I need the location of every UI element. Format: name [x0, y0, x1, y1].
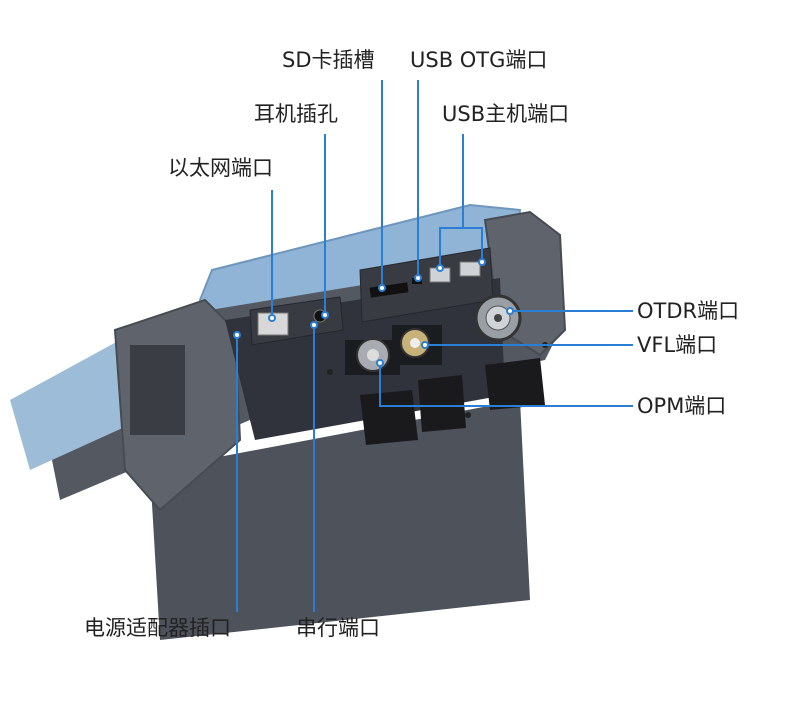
label-opm: OPM端口 — [637, 394, 727, 418]
side-blue — [10, 340, 140, 470]
label-otdr: OTDR端口 — [637, 299, 740, 323]
label-power: 电源适配器插口 — [84, 616, 231, 640]
screw — [327, 369, 333, 375]
dust-cap-1 — [360, 390, 418, 445]
label-ethernet: 以太网端口 — [168, 156, 273, 180]
stand — [150, 400, 530, 640]
left-bumper-handle — [130, 345, 185, 435]
label-sd-slot: SD卡插槽 — [282, 48, 375, 72]
label-serial: 串行端口 — [296, 616, 380, 640]
leader-line-usb-host — [439, 134, 464, 268]
label-earphone: 耳机插孔 — [254, 102, 338, 126]
label-usb-otg: USB OTG端口 — [410, 48, 548, 72]
dust-cap-2 — [418, 375, 466, 432]
screw — [465, 412, 471, 418]
leader-line-opm — [379, 363, 633, 407]
usb-port-2 — [459, 261, 481, 277]
dust-cap-3 — [485, 358, 545, 410]
label-usb-host: USB主机端口 — [442, 102, 570, 126]
label-vfl: VFL端口 — [637, 333, 718, 357]
sd-slot — [369, 282, 409, 298]
